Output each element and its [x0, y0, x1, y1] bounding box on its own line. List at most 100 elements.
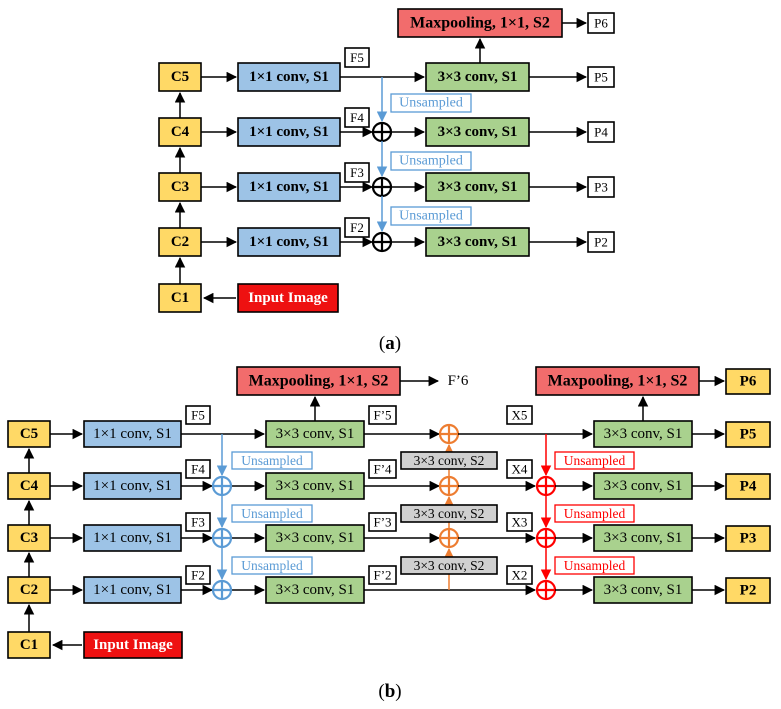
lateral-conv-5-label-a: 1×1 conv, S1: [249, 69, 329, 85]
c4-label-a: C4: [171, 124, 190, 140]
sum-node-4-b-red: [535, 475, 557, 497]
lateral-conv-4-label-a: 1×1 conv, S1: [249, 124, 329, 140]
f2-label-a: F2: [350, 220, 364, 235]
caption-b: (b): [378, 681, 401, 702]
lateral-conv-3-label-b: 1×1 conv, S1: [93, 530, 172, 546]
upsample-red-1-b: Unsampled: [564, 453, 626, 468]
upsample-tag-3-a: Unsampled: [399, 209, 463, 224]
sum-node-2-b-red: [535, 579, 557, 601]
maxpool-box-a: [397, 8, 563, 38]
upsample-tag-1-a: Unsampled: [399, 96, 463, 111]
lateral-conv-2-a: [237, 227, 341, 257]
p6-box-a: [587, 12, 615, 34]
maxpool-label-b2: Maxpooling, 1×1, S2: [548, 373, 688, 390]
downsample-conv-2-b: 3×3 conv, S2: [414, 506, 485, 521]
p6-label-a: P6: [594, 16, 608, 31]
upsample-tag-3-b: Unsampled: [241, 558, 303, 573]
f2-label-b: F2: [191, 568, 205, 583]
lateral-conv-3-a: [237, 172, 341, 202]
p2-label-b: P2: [740, 583, 757, 599]
fp5-label-b: F’5: [373, 408, 391, 423]
lateral-conv-5-label-b: 1×1 conv, S1: [93, 426, 172, 442]
f4-label-a: F4: [350, 110, 364, 125]
upsample-tag-1-b: Unsampled: [241, 453, 303, 468]
c5-label-b: C5: [20, 426, 38, 442]
fp4-label-b: F’4: [373, 462, 392, 477]
p3-label-b: P3: [740, 531, 757, 547]
mid-conv-5-label-b: 3×3 conv, S1: [276, 426, 355, 442]
maxpool-label-a: Maxpooling, 1×1, S2: [410, 15, 550, 32]
c2-label-a: C2: [171, 234, 189, 250]
sum-node-3-b-blue: [211, 527, 233, 549]
sum-node-4-a: [371, 121, 393, 143]
c3-label-b: C3: [20, 530, 38, 546]
input-image-box-a: [237, 283, 339, 313]
mid-conv-4-label-b: 3×3 conv, S1: [276, 478, 355, 494]
upsample-tag-2-a: Unsampled: [399, 154, 463, 169]
upsample-red-3-b: Unsampled: [564, 558, 626, 573]
f3-label-b: F3: [191, 515, 205, 530]
lateral-conv-5-a: [237, 62, 341, 92]
sum-node-4-b-blue: [211, 475, 233, 497]
input-image-label-b: Input Image: [93, 637, 173, 653]
lateral-conv-2-label-a: 1×1 conv, S1: [249, 234, 329, 250]
caption-a: (a): [379, 333, 401, 354]
f4-label-b: F4: [191, 462, 205, 477]
out-conv-4-label-b: 3×3 conv, S1: [604, 478, 683, 494]
sum-node-3-b-red: [535, 527, 557, 549]
x2-label-b: X2: [512, 568, 528, 583]
x3-label-b: X3: [512, 515, 528, 530]
lateral-conv-4-a: [237, 117, 341, 147]
upsample-red-2-b: Unsampled: [564, 506, 626, 521]
maxpool-box-b1: [236, 366, 401, 396]
lateral-conv-4-label-b: 1×1 conv, S1: [93, 478, 172, 494]
sum-node-5-b-orange: [438, 423, 460, 445]
upsample-tag-2-b: Unsampled: [241, 506, 303, 521]
f6-label-b: F’6: [448, 373, 469, 389]
mid-conv-2-label-b: 3×3 conv, S1: [276, 582, 355, 598]
diagram-a: Maxpooling, 1×1, S2 P6 C5 C4 C3 C2 C1 In…: [158, 8, 615, 354]
output-conv-2-a: [425, 227, 530, 257]
output-conv-2-label-a: 3×3 conv, S1: [438, 234, 518, 250]
f5-label-b: F5: [191, 408, 205, 423]
f5-label-a: F5: [350, 50, 364, 65]
diagram-b: Maxpooling, 1×1, S2 F’6 Maxpooling, 1×1,…: [7, 366, 771, 702]
input-image-label-a: Input Image: [248, 290, 328, 306]
sum-node-4-b-orange: [438, 475, 460, 497]
c5-label-a: C5: [171, 69, 189, 85]
fp2-label-b: F’2: [373, 568, 391, 583]
output-conv-4-a: [425, 117, 530, 147]
output-conv-5-label-a: 3×3 conv, S1: [438, 69, 518, 85]
maxpool-box-b2: [535, 366, 700, 396]
out-conv-3-label-b: 3×3 conv, S1: [604, 530, 683, 546]
lateral-conv-2-label-b: 1×1 conv, S1: [93, 582, 172, 598]
output-conv-4-label-a: 3×3 conv, S1: [438, 124, 518, 140]
f3-label-a: F3: [350, 165, 364, 180]
x5-label-b: X5: [512, 408, 528, 423]
x4-label-b: X4: [512, 462, 528, 477]
c1-label-a: C1: [171, 290, 189, 306]
output-conv-3-label-a: 3×3 conv, S1: [438, 179, 518, 195]
c2-label-b: C2: [20, 582, 38, 598]
fp3-label-b: F’3: [373, 515, 391, 530]
sum-node-3-b-orange: [438, 527, 460, 549]
p4-label-a: P4: [594, 125, 608, 140]
out-conv-5-label-b: 3×3 conv, S1: [604, 426, 683, 442]
c4-label-b: C4: [20, 478, 39, 494]
p4-label-b: P4: [740, 479, 757, 495]
output-conv-5-a: [425, 62, 530, 92]
sum-node-2-a: [371, 231, 393, 253]
c1-label-b: C1: [20, 637, 38, 653]
output-conv-3-a: [425, 172, 530, 202]
downsample-conv-1-b: 3×3 conv, S2: [414, 453, 485, 468]
p6-label-b: P6: [740, 374, 757, 390]
sum-node-3-a: [371, 176, 393, 198]
p2-label-a: P2: [594, 235, 608, 250]
p3-label-a: P3: [594, 180, 608, 195]
p5-label-a: P5: [594, 70, 608, 85]
maxpool-label-b1: Maxpooling, 1×1, S2: [249, 373, 389, 390]
downsample-conv-3-b: 3×3 conv, S2: [414, 558, 485, 573]
p5-label-b: P5: [740, 427, 757, 443]
mid-conv-3-label-b: 3×3 conv, S1: [276, 530, 355, 546]
